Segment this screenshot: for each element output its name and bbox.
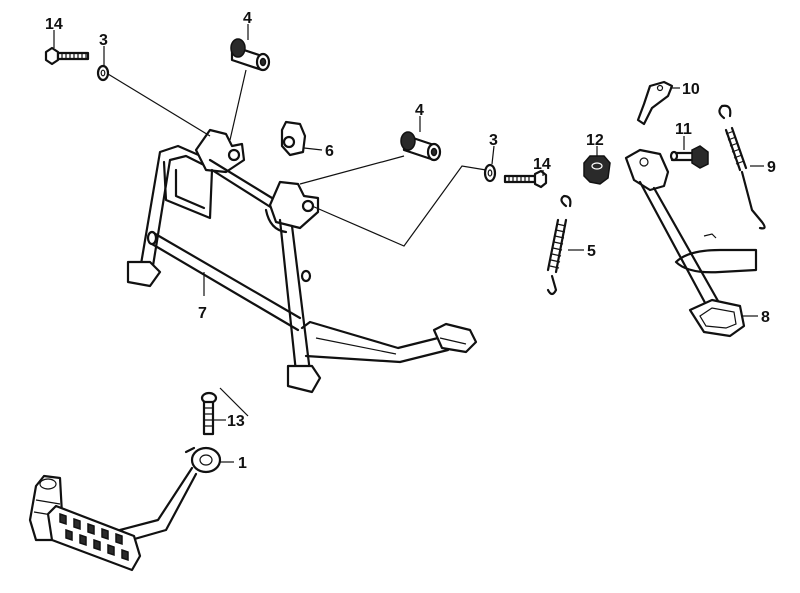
part-3-washer-right — [483, 163, 497, 183]
part-10-hook-plate — [636, 80, 674, 126]
part-9-spring-side-stand — [718, 104, 766, 230]
part-12-nut — [583, 155, 611, 185]
callout-11-pivot-bolt: 11 — [675, 121, 692, 138]
callout-labels: 14 3 4 6 4 3 14 12 10 11 9 5 8 7 13 1 — [45, 10, 776, 472]
callout-6-stopper: 6 — [325, 143, 334, 160]
callout-14-bolt-right: 14 — [533, 156, 551, 173]
callout-7-main-stand: 7 — [198, 305, 207, 322]
part-14-bolt-left — [44, 46, 90, 66]
leader-lines — [53, 24, 764, 463]
callout-14-bolt-left: 14 — [45, 16, 63, 33]
callout-5-spring: 5 — [587, 243, 596, 260]
part-4-rubber-bushing-upper — [230, 38, 271, 72]
callout-13-bolt: 13 — [227, 413, 245, 430]
callout-3-washer-right: 3 — [489, 132, 498, 149]
callout-9-spring: 9 — [767, 159, 776, 176]
callout-8-side-stand: 8 — [761, 309, 770, 326]
part-5-spring-main-stand — [546, 194, 572, 296]
part-4-rubber-bushing-lower — [400, 131, 442, 162]
callout-4-bushing-upper: 4 — [243, 10, 252, 27]
callout-4-bushing-lower: 4 — [415, 102, 424, 119]
part-3-washer-left — [96, 64, 110, 82]
part-13-bolt — [200, 391, 218, 436]
part-1-kick-starter-arm — [28, 446, 222, 572]
part-8-side-stand — [624, 148, 758, 338]
part-7-main-stand — [126, 128, 478, 394]
part-14-bolt-right — [503, 169, 548, 189]
callout-10-hook-plate: 10 — [682, 81, 700, 98]
part-6-stopper-block — [280, 120, 307, 157]
callout-1-kick-arm: 1 — [238, 455, 247, 472]
callout-3-washer-left: 3 — [99, 32, 108, 49]
callout-12-nut: 12 — [586, 132, 604, 149]
part-11-pivot-bolt — [669, 145, 709, 169]
